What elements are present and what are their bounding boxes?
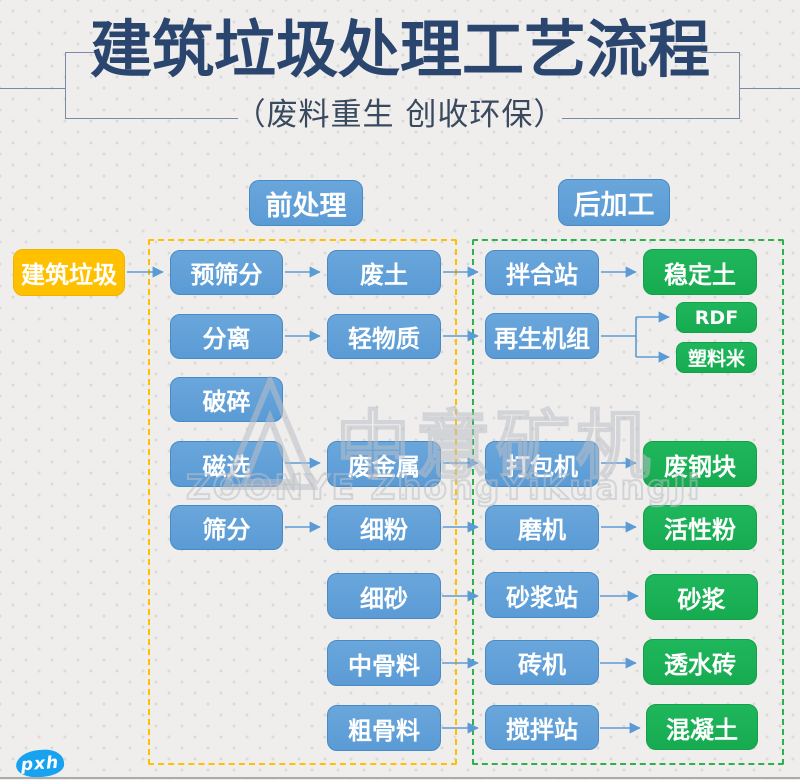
bottom-divider <box>0 777 800 779</box>
node-label: 再生机组 <box>494 324 590 353</box>
node-label: 细砂 <box>360 584 408 613</box>
node-label: 轻物质 <box>348 325 420 353</box>
node-pre-screening: 预筛分 <box>170 250 283 295</box>
frame-bottom-left-seg <box>65 118 238 119</box>
pre-processing-group-border <box>148 239 457 765</box>
section-label-pre-processing: 前处理 <box>249 180 363 226</box>
node-permeable-brick: 透水砖 <box>643 639 757 685</box>
frame-top-right-seg <box>701 52 740 53</box>
node-label: 砖机 <box>518 651 566 679</box>
node-batching-plant: 搅拌站 <box>485 705 599 750</box>
watermark-cn-text: 中意矿机 <box>335 402 656 490</box>
node-scrap-metal: 废金属 <box>327 441 441 487</box>
node-fine-sand: 细砂 <box>327 573 441 619</box>
page-title: 建筑垃圾处理工艺流程 <box>89 13 710 86</box>
frame-bottom-right-seg <box>562 118 740 119</box>
frame-edge-right <box>739 52 740 119</box>
node-rdf: RDF <box>676 302 757 333</box>
node-recycling-unit: 再生机组 <box>485 313 599 359</box>
frame-top-left-seg <box>65 52 96 53</box>
node-construction-waste: 建筑垃圾 <box>13 249 125 296</box>
frame-edge-left <box>65 52 66 119</box>
node-label: 打包机 <box>506 452 578 481</box>
watermark-en-text: ZOONYE ZhongYiKuangJi <box>185 467 702 509</box>
node-coarse-aggregate: 粗骨料 <box>327 705 441 751</box>
frame-rule-right <box>739 88 800 89</box>
node-medium-aggregate: 中骨料 <box>327 640 441 686</box>
node-label: 活性粉 <box>664 516 736 544</box>
node-mortar: 砂浆 <box>645 574 758 620</box>
node-mortar-station: 砂浆站 <box>485 572 599 618</box>
node-active-powder: 活性粉 <box>643 505 757 550</box>
section-label-post-processing: 后加工 <box>558 179 670 226</box>
node-plastic-pellets: 塑料米 <box>676 342 757 373</box>
node-scrap-steel-block: 废钢块 <box>643 441 757 487</box>
node-label: 废土 <box>360 261 408 289</box>
node-label: 废钢块 <box>664 452 736 481</box>
node-mixing-station: 拌合站 <box>485 250 599 295</box>
node-label: 砂浆 <box>677 585 726 614</box>
node-label: 搅拌站 <box>506 716 578 744</box>
node-label: 磁选 <box>202 452 251 481</box>
node-baler: 打包机 <box>485 441 599 487</box>
node-label: 建筑垃圾 <box>21 261 117 289</box>
node-label: 拌合站 <box>506 261 578 289</box>
node-label: 塑料米 <box>687 348 745 370</box>
frame-rule-left <box>0 88 65 89</box>
node-label: 稳定土 <box>664 260 736 289</box>
node-brick-machine: 砖机 <box>485 640 599 685</box>
node-separation: 分离 <box>170 314 283 359</box>
node-mill: 磨机 <box>485 505 599 550</box>
node-label: 破碎 <box>202 388 251 416</box>
node-screening: 筛分 <box>170 505 283 550</box>
node-fine-powder: 细粉 <box>327 505 441 550</box>
node-label: 废金属 <box>348 452 420 481</box>
node-label: 粗骨料 <box>348 716 420 745</box>
node-label: 中骨料 <box>348 651 420 680</box>
node-label: 砂浆站 <box>506 583 578 612</box>
node-light-material: 轻物质 <box>327 314 441 359</box>
node-concrete: 混凝土 <box>646 704 758 750</box>
node-label: 混凝土 <box>666 715 738 744</box>
node-label: RDF <box>694 306 739 329</box>
node-label: 磨机 <box>518 516 566 544</box>
node-label: 筛分 <box>202 516 251 544</box>
node-label: 透水砖 <box>664 650 736 679</box>
section-label-post-text: 后加工 <box>573 190 655 221</box>
signature-text: pxh <box>20 752 60 775</box>
node-waste-soil: 废土 <box>327 250 441 295</box>
node-label: 细粉 <box>360 516 408 544</box>
node-label: 分离 <box>202 325 251 353</box>
watermark-triangle-logo-icon <box>222 376 318 490</box>
page-subtitle: （废料重生 创收环保） <box>234 97 566 133</box>
node-stabilized-soil: 稳定土 <box>643 249 757 295</box>
node-label: 预筛分 <box>190 261 263 289</box>
post-processing-group-border <box>472 239 784 765</box>
section-label-pre-text: 前处理 <box>265 190 347 222</box>
